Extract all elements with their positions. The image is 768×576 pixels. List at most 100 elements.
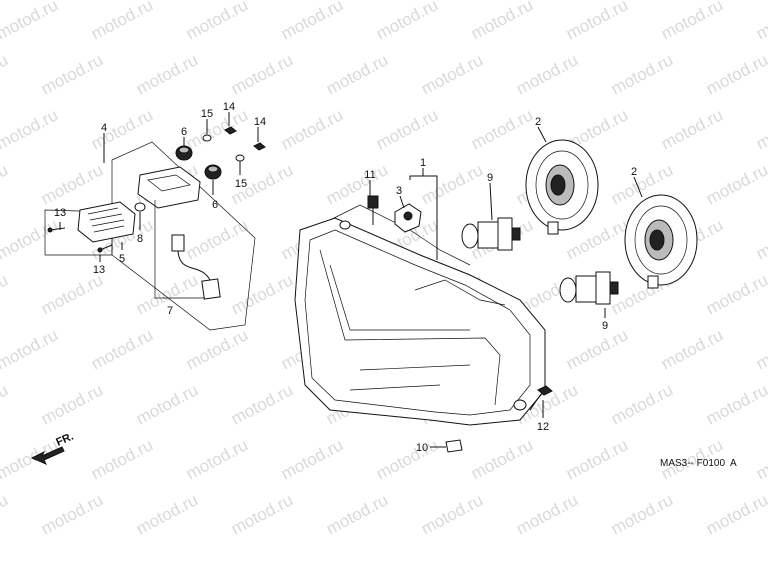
washer-15a: [202, 134, 212, 142]
watermark-text: motod.ru: [658, 325, 726, 373]
watermark-text: motod.ru: [38, 50, 106, 98]
bulb-9b: [559, 271, 619, 305]
watermark-text: motod.ru: [183, 435, 251, 483]
watermark-text: motod.ru: [0, 380, 11, 428]
connector-bottom: [201, 278, 221, 300]
watermark-text: motod.ru: [183, 0, 251, 44]
connector-top: [171, 234, 185, 252]
watermark-text: motod.ru: [0, 0, 61, 44]
screw-12: [537, 385, 553, 396]
watermark-text: motod.ru: [608, 50, 676, 98]
watermark-text: motod.ru: [418, 160, 486, 208]
callout-4: 4: [101, 122, 107, 134]
watermark-text: motod.ru: [278, 105, 346, 153]
watermark-text: motod.ru: [0, 215, 61, 263]
cover-2b: [624, 194, 698, 289]
watermark-text: motod.ru: [608, 380, 676, 428]
watermark-text: motod.ru: [373, 0, 441, 44]
watermark-text: motod.ru: [38, 270, 106, 318]
headlight-unit: [294, 204, 546, 426]
watermark-text: motod.ru: [88, 435, 156, 483]
watermark-text: motod.ru: [703, 490, 768, 538]
callout-3: 3: [396, 185, 402, 197]
nut-14b: [253, 142, 266, 151]
callout-9b: 9: [602, 320, 608, 332]
callout-2b: 2: [631, 166, 637, 178]
small-fasteners: [175, 126, 266, 180]
clip-10: [445, 439, 463, 453]
watermark-text: motod.ru: [418, 50, 486, 98]
leader-lines: [59, 112, 643, 448]
watermark-text: motod.ru: [0, 50, 11, 98]
watermark-text: motod.ru: [703, 380, 768, 428]
watermark-text: motod.ru: [418, 490, 486, 538]
callout-12: 12: [537, 421, 549, 433]
watermark-text: motod.ru: [0, 160, 11, 208]
bulb-9a: [461, 217, 521, 251]
watermark-text: motod.ru: [753, 215, 768, 263]
watermark-text: motod.ru: [753, 105, 768, 153]
cover-2a: [525, 139, 599, 235]
watermark-text: motod.ru: [88, 105, 156, 153]
watermark-text: motod.ru: [228, 270, 296, 318]
watermark-text: motod.ru: [658, 0, 726, 44]
watermark-text: motod.ru: [753, 0, 768, 44]
watermark-text: motod.ru: [133, 380, 201, 428]
watermark-text: motod.ru: [513, 490, 581, 538]
watermark-text: motod.ru: [38, 380, 106, 428]
watermark-text: motod.ru: [468, 105, 536, 153]
callout-13a: 13: [54, 207, 66, 219]
watermark-text: motod.ru: [703, 160, 768, 208]
callout-14a: 14: [223, 101, 235, 113]
watermark-text: motod.ru: [468, 0, 536, 44]
fr-label: FR.: [54, 431, 75, 449]
drawing-code: MAS3-- F0100 A: [660, 458, 737, 469]
watermark-text: motod.ru: [703, 50, 768, 98]
callout-8: 8: [137, 233, 143, 245]
light-housing: [137, 166, 201, 209]
watermark-text: motod.ru: [88, 0, 156, 44]
watermark-text: motod.ru: [0, 105, 61, 153]
watermark-text: motod.ru: [513, 50, 581, 98]
grommet: [134, 202, 146, 212]
watermark-text: motod.ru: [183, 215, 251, 263]
watermark-text: motod.ru: [88, 325, 156, 373]
watermark-text: motod.ru: [323, 50, 391, 98]
watermark-text: motod.ru: [0, 490, 11, 538]
watermark-text: motod.ru: [373, 105, 441, 153]
watermark-text: motod.ru: [228, 50, 296, 98]
watermark-text: motod.ru: [278, 0, 346, 44]
watermark-text: motod.ru: [228, 490, 296, 538]
watermark-text: motod.ru: [703, 270, 768, 318]
callout-13b: 13: [93, 264, 105, 276]
watermark-text: motod.ru: [38, 490, 106, 538]
callout-11: 11: [364, 169, 375, 181]
callout-5: 5: [119, 253, 125, 265]
watermark-text: motod.ru: [468, 435, 536, 483]
callout-numbers: 1 2 2 3 4 5 6 6 7 8 9 9 10 11 12 13 13 1…: [54, 101, 637, 454]
callout-7: 7: [167, 305, 173, 317]
callout-6a: 6: [181, 126, 187, 138]
callout-15a: 15: [201, 108, 213, 120]
callout-10: 10: [416, 442, 428, 454]
watermark-text: motod.ru: [323, 490, 391, 538]
screw-and-clip: [445, 385, 553, 453]
arrow-left-icon: [30, 446, 65, 465]
callout-14b: 14: [254, 116, 266, 128]
watermark-text: motod.ru: [563, 325, 631, 373]
callout-15b: 15: [235, 178, 247, 190]
bolt-and-socket: [367, 195, 422, 233]
watermark-text: motod.ru: [658, 105, 726, 153]
watermark-text: motod.ru: [228, 380, 296, 428]
watermark-text: motod.ru: [0, 435, 61, 483]
license-light-assembly: [44, 141, 256, 331]
watermark-text: motod.ru: [753, 435, 768, 483]
watermark-text: motod.ru: [133, 50, 201, 98]
callout-2a: 2: [535, 116, 541, 128]
callout-9a: 9: [487, 172, 493, 184]
watermark-text: motod.ru: [563, 0, 631, 44]
headlight-body: [294, 217, 546, 426]
watermark-text: motod.ru: [373, 435, 441, 483]
watermark-text: motod.ru: [753, 325, 768, 373]
